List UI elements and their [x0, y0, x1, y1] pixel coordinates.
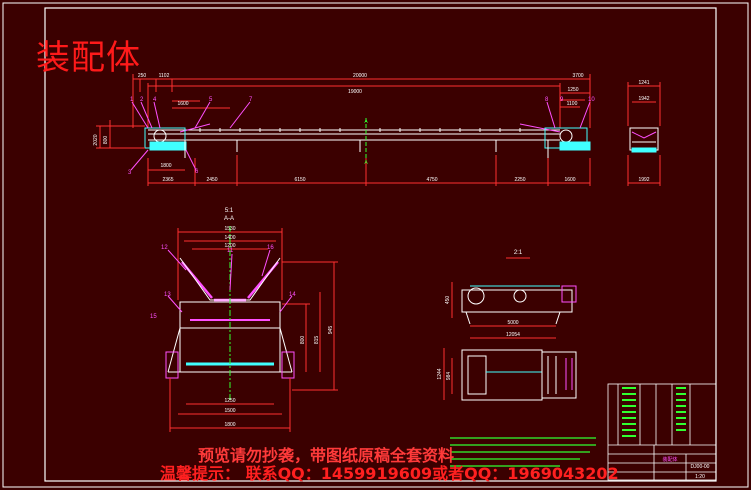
dim-top-right: 3700 [572, 73, 583, 79]
detail-dim-side-3: 984 [446, 372, 452, 381]
dim-left-v1: 2020 [93, 134, 99, 145]
side-view-labels: 1241 1942 1992 [638, 80, 649, 183]
dim-top-right-3: 1100 [567, 101, 578, 107]
dim-bottom-1: 2365 [162, 177, 173, 183]
dim-length-2: 19000 [348, 89, 362, 95]
title-block-scale: 1:20 [695, 474, 705, 480]
section-title: A-A [224, 216, 234, 222]
detail-dim-side-1: 450 [445, 296, 451, 305]
title-block-name: 装配体 [662, 456, 677, 463]
detail-dim-1: 5000 [507, 320, 518, 326]
dim-top-right-2: 1250 [567, 87, 578, 93]
balloon-9: 9 [560, 97, 564, 103]
detail-view-labels: 2:1 5000 12054 450 1244 984 [437, 250, 523, 380]
balloon-3: 3 [128, 170, 132, 176]
main-elevation-view [96, 74, 591, 186]
balloon-6: 6 [195, 169, 199, 175]
side-dim-top: 1241 [638, 80, 649, 86]
section-view-labels: 5:1 A-A 1530 1400 1200 800 815 945 1250 … [224, 208, 334, 428]
detail-dim-side-2: 1244 [437, 368, 443, 379]
drawing-frame [44, 7, 717, 482]
section-dim-right-3: 945 [328, 326, 334, 335]
section-mark-bottom: A [364, 160, 368, 166]
section-view-balloons: 11 12 13 14 15 16 [150, 245, 296, 320]
section-scale: 5:1 [225, 208, 234, 214]
side-dim-bottom: 1992 [638, 177, 649, 183]
detail-view [443, 257, 577, 401]
section-dim-right-2: 815 [314, 336, 320, 345]
balloon-1: 1 [130, 97, 134, 103]
balloon-11: 11 [227, 248, 234, 254]
notice-line-2: 温馨提示： 联系QQ：1459919609或者QQ：1969043202 [160, 464, 619, 483]
dim-top-left-2: 1102 [159, 73, 170, 79]
side-dim-top-2: 1942 [638, 96, 649, 102]
main-view-labels: 20000 19000 250 1102 3700 1250 1100 1600… [93, 73, 584, 183]
section-dim-bottom-2: 1500 [224, 408, 235, 414]
title-block-number: DJ00-00 [691, 464, 710, 470]
dim-overall-length: 20000 [353, 73, 367, 79]
dim-bottom-4: 4750 [426, 177, 437, 183]
section-dim-right-1: 800 [300, 336, 306, 345]
dim-mid-left: 1600 [177, 101, 188, 107]
detail-title: 2:1 [514, 250, 523, 256]
dim-left-v2: 800 [103, 136, 109, 145]
section-mark-top: A [364, 119, 368, 125]
side-view [627, 82, 661, 186]
dim-bottom-5: 2250 [514, 177, 525, 183]
dim-bottom-2: 2450 [206, 177, 217, 183]
detail-dim-2: 12054 [506, 332, 520, 338]
balloon-2: 2 [140, 97, 144, 103]
balloon-10: 10 [588, 97, 595, 103]
section-dim-bottom-1: 1250 [224, 398, 235, 404]
section-a-a-view [165, 226, 338, 432]
balloon-15: 15 [150, 314, 157, 320]
title-block [607, 383, 717, 481]
section-dim-bottom-3: 1800 [224, 422, 235, 428]
section-dim-top-3: 1200 [224, 243, 235, 249]
balloon-5: 5 [209, 97, 213, 103]
title-block-labels: 装配体 DJ00-00 1:20 [662, 456, 709, 480]
balloon-8: 8 [545, 97, 549, 103]
balloon-4: 4 [153, 97, 157, 103]
main-view-balloons: 1 2 3 4 5 6 7 8 9 10 [128, 97, 595, 176]
balloon-16: 16 [267, 245, 274, 251]
dim-mid-left-2: 1800 [160, 163, 171, 169]
balloon-13: 13 [164, 292, 171, 298]
notice-line-1: 预览请勿抄袭，带图纸原稿全套资料 [198, 446, 455, 465]
drawing-title: 装配体 [36, 38, 141, 78]
section-dim-top-1: 1530 [224, 226, 235, 232]
balloon-14: 14 [289, 292, 296, 298]
dim-top-left: 250 [138, 73, 147, 79]
section-dim-top-2: 1400 [224, 235, 235, 241]
balloon-7: 7 [249, 97, 253, 103]
technical-notes [450, 437, 596, 467]
dim-bottom-3: 6150 [294, 177, 305, 183]
balloon-12: 12 [161, 245, 168, 251]
dim-bottom-6: 1600 [564, 177, 575, 183]
